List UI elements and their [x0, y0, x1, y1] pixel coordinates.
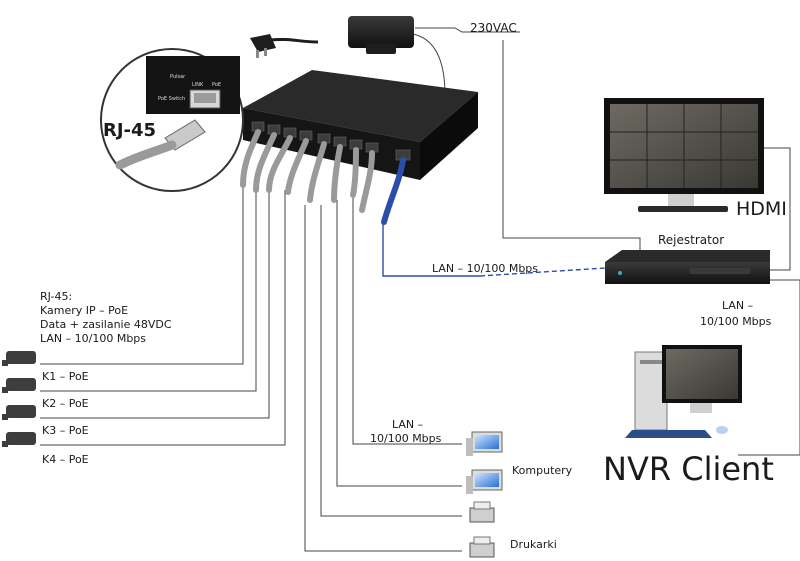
computer-icon-1	[466, 431, 503, 456]
printer1-line	[320, 205, 462, 517]
zoom-poe-text: PoE	[212, 82, 221, 88]
zoom-brand-text: Pulsar	[170, 74, 186, 80]
uplink-label: LAN – 10/100 Mbps	[432, 262, 539, 275]
computers-lan-line2: 10/100 Mbps	[370, 432, 442, 445]
power-label: 230VAC	[470, 21, 517, 35]
k4-line	[40, 190, 286, 446]
camera-k2-label: K2 – PoE	[42, 397, 89, 410]
computers-lan-line1: LAN –	[392, 418, 424, 431]
poe-switch	[243, 70, 478, 180]
printer-icon-2	[469, 536, 495, 558]
printer2-line	[304, 205, 462, 552]
switch-ports	[251, 121, 411, 161]
zoom-link-text: LINK	[192, 82, 204, 88]
camera-k4-label: K4 – PoE	[42, 453, 89, 466]
computer-icon-2	[466, 469, 503, 494]
power-line	[415, 27, 520, 33]
zoom-poe-switch-text: PoE Switch	[158, 96, 185, 102]
camera-info-line2: Kamery IP – PoE	[40, 304, 129, 317]
camera-k3-label: K3 – PoE	[42, 424, 89, 437]
recorder-lan-line1: LAN –	[722, 299, 754, 312]
power-plug	[250, 34, 319, 58]
camera-4-icon	[2, 432, 36, 447]
uplink-line	[382, 220, 606, 277]
pc1-line	[352, 195, 462, 445]
nvr-client-label: NVR Client	[603, 450, 774, 488]
k1-line	[40, 185, 244, 365]
rj45-zoom-callout: Pulsar LINK PoE PoE Switch	[100, 48, 244, 192]
rj45-label: RJ-45	[103, 120, 157, 141]
recorder	[605, 250, 770, 284]
camera-info-line3: Data + zasilanie 48VDC	[40, 318, 172, 331]
k3-line	[40, 190, 270, 419]
camera-icons	[2, 351, 36, 447]
camera-3-icon	[2, 405, 36, 420]
camera-info-line1: RJ-45:	[40, 290, 73, 303]
nvr-client-pc	[625, 345, 742, 438]
printer-icon-1	[469, 501, 495, 523]
blue-cable	[381, 157, 406, 225]
mains-to-recorder-line	[502, 40, 641, 252]
camera-k1-label: K1 – PoE	[42, 370, 89, 383]
recorder-to-client-line	[738, 279, 800, 456]
power-adapter	[348, 16, 414, 54]
hdmi-line	[762, 147, 791, 271]
camera-2-icon	[2, 378, 36, 393]
recorder-lan-line2: 10/100 Mbps	[700, 315, 772, 328]
k2-line	[40, 190, 257, 392]
hdmi-label: HDMI	[736, 198, 787, 220]
computers-label: Komputery	[512, 464, 573, 477]
camera-dashes	[40, 363, 462, 487]
adapter-to-switch-line	[412, 33, 446, 96]
camera-info-line4: LAN – 10/100 Mbps	[40, 332, 147, 345]
printers-label: Drukarki	[510, 538, 557, 551]
recorder-label: Rejestrator	[658, 233, 725, 247]
gray-cables	[240, 129, 375, 213]
monitor	[604, 98, 764, 212]
camera-1-icon	[2, 351, 36, 366]
